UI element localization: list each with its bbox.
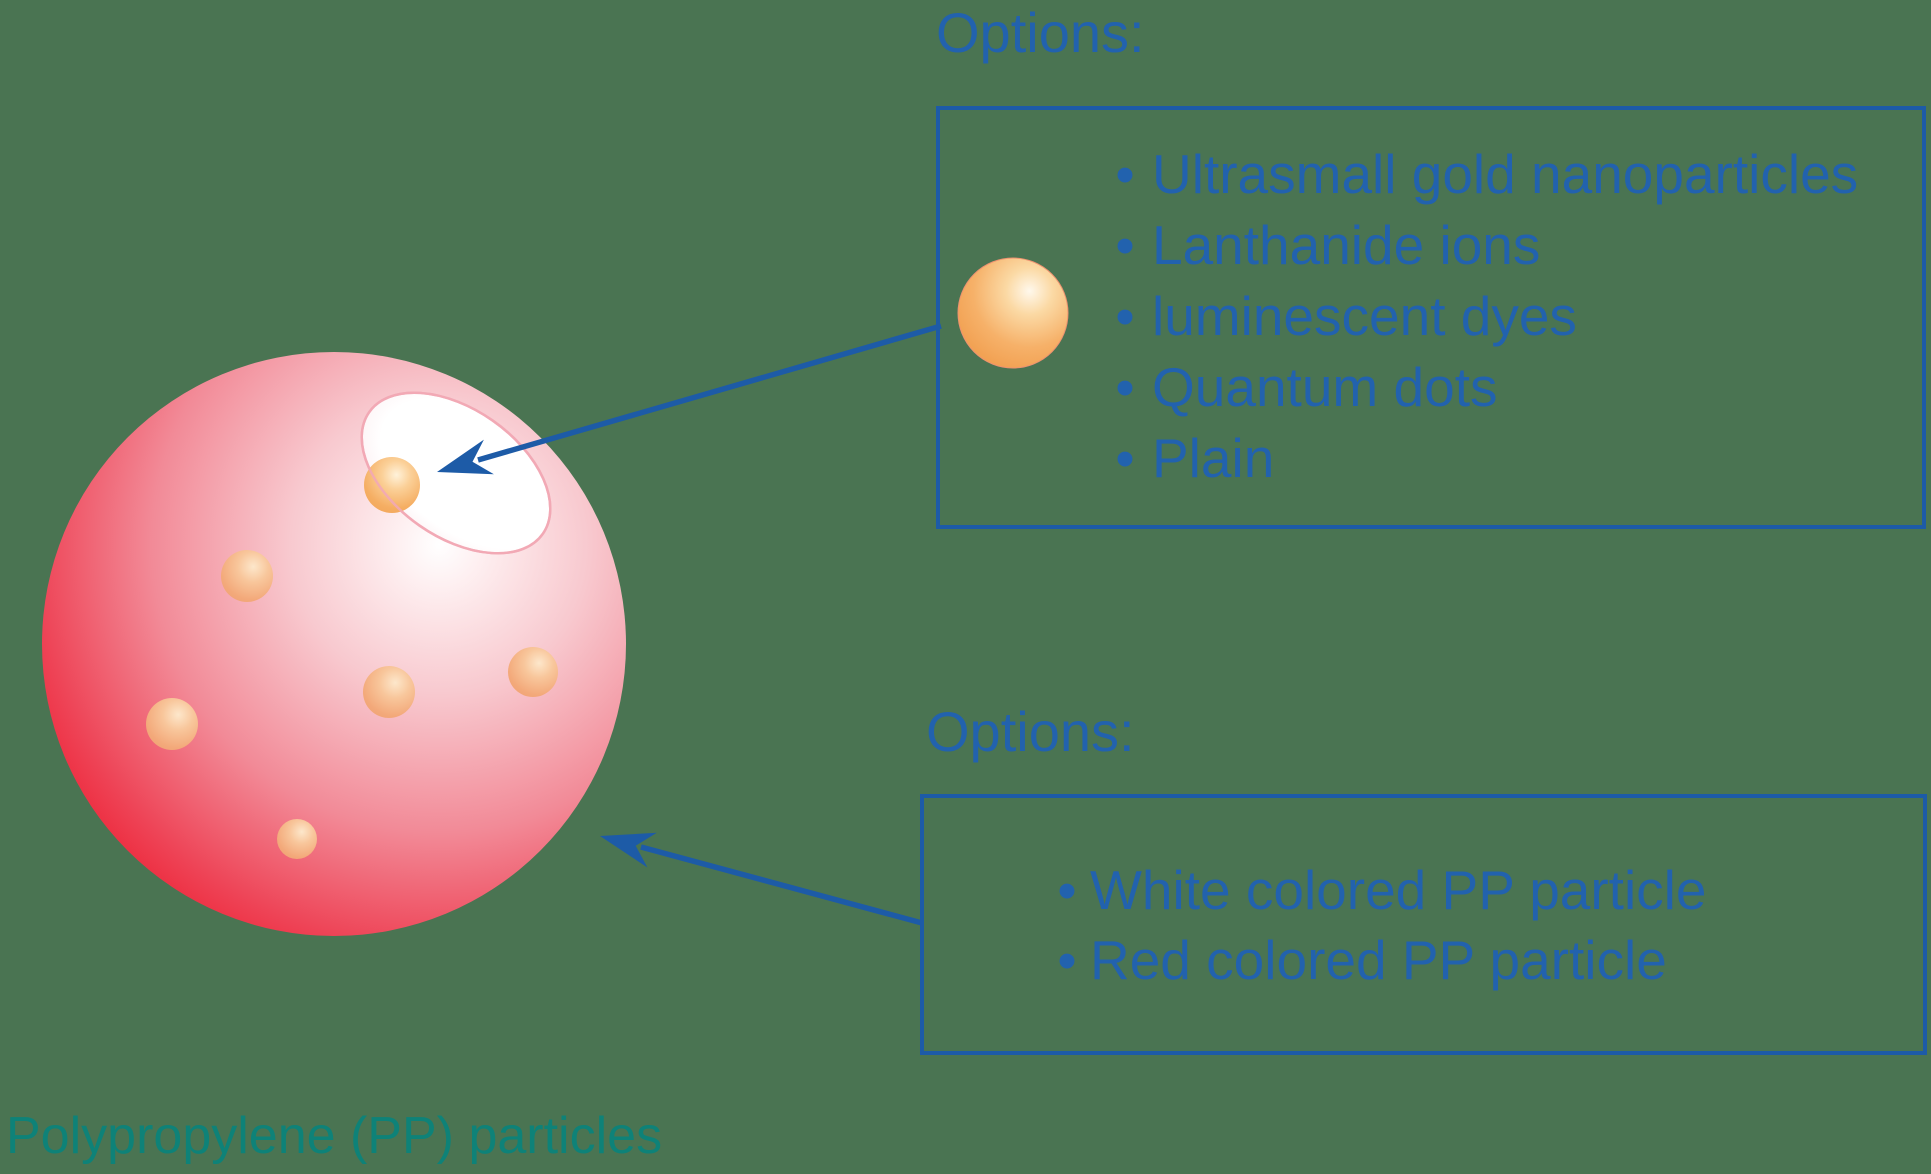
nanoparticle-options-box: • Ultrasmall gold nanoparticles • Lantha…: [936, 106, 1926, 529]
option-item: • Plain: [1111, 422, 1858, 493]
gold-nanoparticle-4: [146, 698, 198, 750]
option-item-label: Red colored PP particle: [1090, 929, 1667, 991]
gold-nanoparticle-3: [508, 647, 558, 697]
nanoparticle-options-list: • Ultrasmall gold nanoparticles • Lantha…: [1111, 138, 1858, 493]
option-item: • luminescent dyes: [1111, 280, 1858, 351]
options-label-top: Options:: [936, 1, 1145, 64]
option-item-label: Ultrasmall gold nanoparticles: [1152, 142, 1859, 205]
caption-pp-particles: Polypropylene (PP) particles: [6, 1107, 663, 1165]
option-item-label: White colored PP particle: [1090, 859, 1707, 921]
bullet-icon: •: [1115, 284, 1135, 347]
gold-nanoparticle-5: [277, 819, 317, 859]
pp-color-options-list: • White colored PP particle • Red colore…: [1053, 855, 1707, 995]
options-label-bottom: Options:: [926, 700, 1135, 763]
bullet-icon: •: [1057, 859, 1077, 921]
bullet-icon: •: [1115, 213, 1135, 276]
arrow-to-pp-particle: [600, 832, 923, 926]
pp-particle-sphere: [42, 352, 626, 936]
gold-nanoparticle-1: [221, 550, 273, 602]
option-item-label: Quantum dots: [1152, 355, 1498, 418]
option-item-label: luminescent dyes: [1152, 284, 1577, 347]
bullet-icon: •: [1115, 355, 1135, 418]
surface-cutout-rim: [360, 391, 552, 555]
option-item: • Quantum dots: [1111, 351, 1858, 422]
option-item-label: Lanthanide ions: [1152, 213, 1541, 276]
option-item: • Red colored PP particle: [1053, 925, 1707, 995]
gold-nanoparticle-2: [363, 666, 415, 718]
bullet-icon: •: [1115, 426, 1135, 489]
bullet-icon: •: [1115, 142, 1135, 205]
option-item-label: Plain: [1152, 426, 1275, 489]
arrow-to-nanoparticle: [437, 323, 942, 475]
pp-color-options-box: • White colored PP particle • Red colore…: [920, 794, 1927, 1055]
bullet-icon: •: [1057, 929, 1077, 991]
gold-nanoparticle-highlighted: [364, 457, 420, 513]
nanoparticle-legend-sphere: [957, 257, 1069, 369]
option-item: • White colored PP particle: [1053, 855, 1707, 925]
option-item: • Ultrasmall gold nanoparticles: [1111, 138, 1858, 209]
option-item: • Lanthanide ions: [1111, 209, 1858, 280]
